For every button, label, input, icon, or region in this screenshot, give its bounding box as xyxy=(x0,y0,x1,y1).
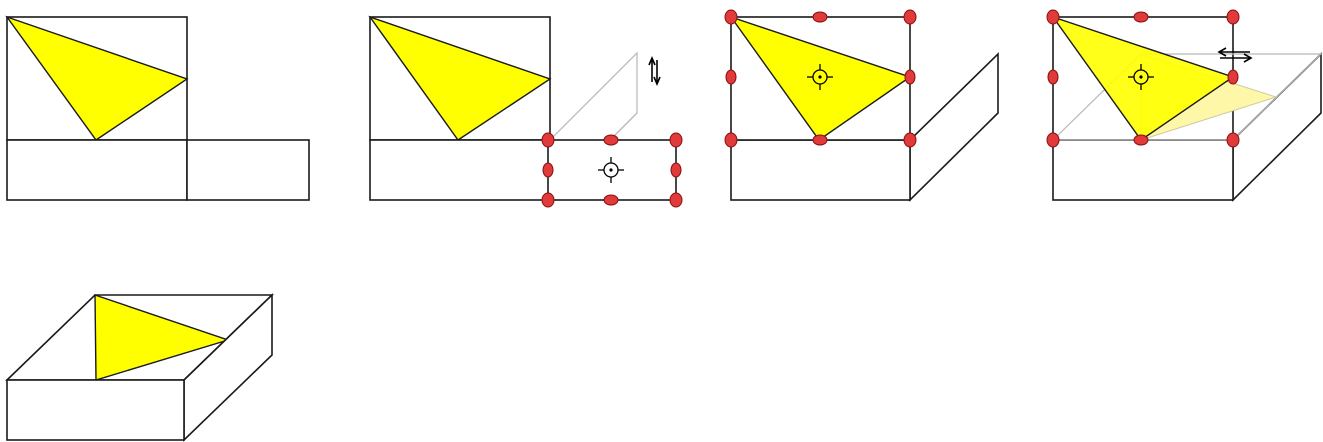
handle[interactable] xyxy=(1227,69,1239,85)
handle[interactable] xyxy=(812,11,828,23)
rotate-horizontal-icon xyxy=(1217,47,1253,63)
handle[interactable] xyxy=(541,132,555,148)
step-3-select-back xyxy=(724,9,999,202)
step-1-net xyxy=(5,15,310,201)
handle[interactable] xyxy=(541,192,555,208)
handle[interactable] xyxy=(1046,9,1060,25)
handle[interactable] xyxy=(903,132,917,148)
handle[interactable] xyxy=(542,162,554,178)
rotate-vertical-icon xyxy=(648,55,661,87)
front-face xyxy=(1052,139,1234,201)
handle[interactable] xyxy=(724,132,738,148)
selection-handles[interactable] xyxy=(541,132,683,208)
handle[interactable] xyxy=(669,192,683,208)
handle[interactable] xyxy=(603,134,619,146)
handle[interactable] xyxy=(670,162,682,178)
handle[interactable] xyxy=(724,9,738,25)
yellow-triangle xyxy=(368,15,552,141)
yellow-triangle xyxy=(5,15,189,141)
selection-handles[interactable] xyxy=(724,9,917,148)
step-5-folded-box xyxy=(5,293,274,442)
handle[interactable] xyxy=(1226,9,1240,25)
handle[interactable] xyxy=(1047,69,1059,85)
handle[interactable] xyxy=(812,134,828,146)
handle[interactable] xyxy=(904,69,916,85)
yellow-triangle xyxy=(94,294,231,381)
front-face xyxy=(6,139,188,201)
handle[interactable] xyxy=(1046,132,1060,148)
step-4-rotate-back xyxy=(1046,9,1323,202)
front-face xyxy=(369,139,551,201)
yellow-triangle xyxy=(1051,15,1235,141)
pivot-icon[interactable] xyxy=(598,157,624,183)
pivot-icon[interactable] xyxy=(807,64,833,90)
right-side-folded xyxy=(909,52,999,202)
step-2-rotate-flap xyxy=(368,15,683,208)
right-flap xyxy=(186,139,310,201)
front-face xyxy=(730,139,911,201)
box-front xyxy=(6,379,185,441)
handle[interactable] xyxy=(725,69,737,85)
handle[interactable] xyxy=(1226,132,1240,148)
selection-handles[interactable] xyxy=(1046,9,1240,148)
handle[interactable] xyxy=(669,132,683,148)
handle[interactable] xyxy=(603,194,619,206)
handle[interactable] xyxy=(903,9,917,25)
handle[interactable] xyxy=(1133,134,1149,146)
pivot-icon[interactable] xyxy=(1128,64,1154,90)
handle[interactable] xyxy=(1133,11,1149,23)
